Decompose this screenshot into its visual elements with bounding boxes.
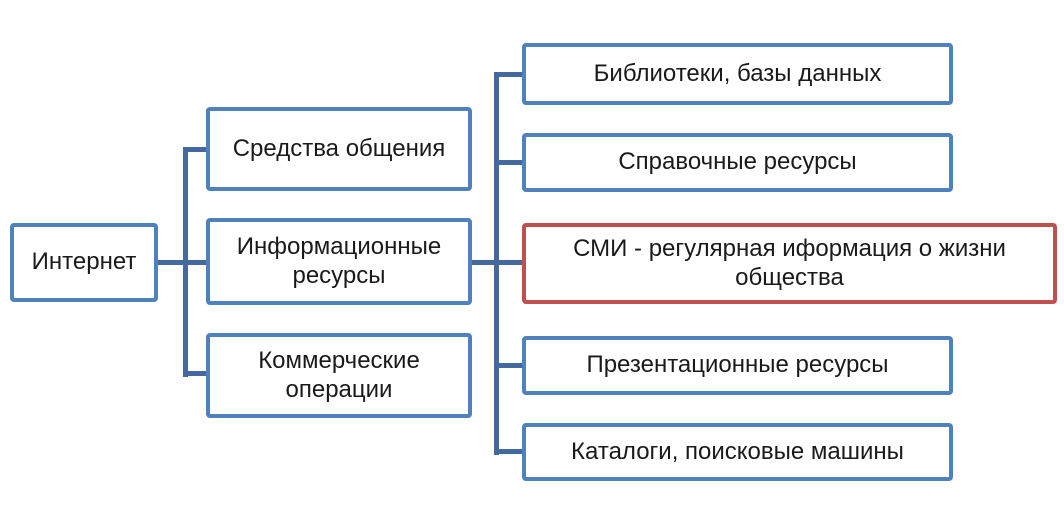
node-presentation-resources: Презентационные ресурсы: [522, 336, 953, 395]
node-smi-media-label: СМИ - регулярная иформация о жизни общес…: [573, 235, 1006, 291]
node-libraries-databases-label: Библиотеки, базы данных: [593, 59, 882, 87]
node-internet-label: Интернет: [31, 248, 137, 276]
connector-spine-to-libraries: [494, 72, 522, 77]
node-presentation-resources-label: Презентационные ресурсы: [586, 351, 889, 379]
node-catalogs-search-engines-label: Каталоги, поисковые машины: [571, 437, 904, 465]
node-catalogs-search-engines: Каталоги, поисковые машины: [522, 423, 953, 481]
node-reference-resources: Справочные ресурсы: [522, 133, 953, 192]
node-communication-tools: Средства общения: [206, 107, 472, 191]
connector-root-to-spine: [158, 260, 206, 265]
connector-left-spine: [183, 147, 188, 377]
node-communication-tools-label: Средства общения: [232, 134, 446, 162]
connector-spine-to-communication: [183, 147, 206, 152]
node-smi-media: СМИ - регулярная иформация о жизни общес…: [522, 223, 1057, 304]
node-commercial-operations-label: Коммерческие операции: [258, 347, 420, 403]
connector-right-spine: [494, 72, 499, 455]
node-commercial-operations: Коммерческие операции: [206, 333, 472, 418]
connector-spine-to-commerce: [183, 371, 206, 376]
connector-spine-to-catalogs: [494, 449, 522, 454]
node-internet: Интернет: [10, 223, 158, 302]
node-information-resources-label: Информационные ресурсы: [236, 233, 442, 289]
node-libraries-databases: Библиотеки, базы данных: [522, 43, 953, 105]
node-reference-resources-label: Справочные ресурсы: [618, 148, 857, 176]
node-information-resources: Информационные ресурсы: [206, 218, 472, 305]
connector-spine-to-presentation: [494, 363, 522, 368]
connector-spine-to-reference: [494, 160, 522, 165]
